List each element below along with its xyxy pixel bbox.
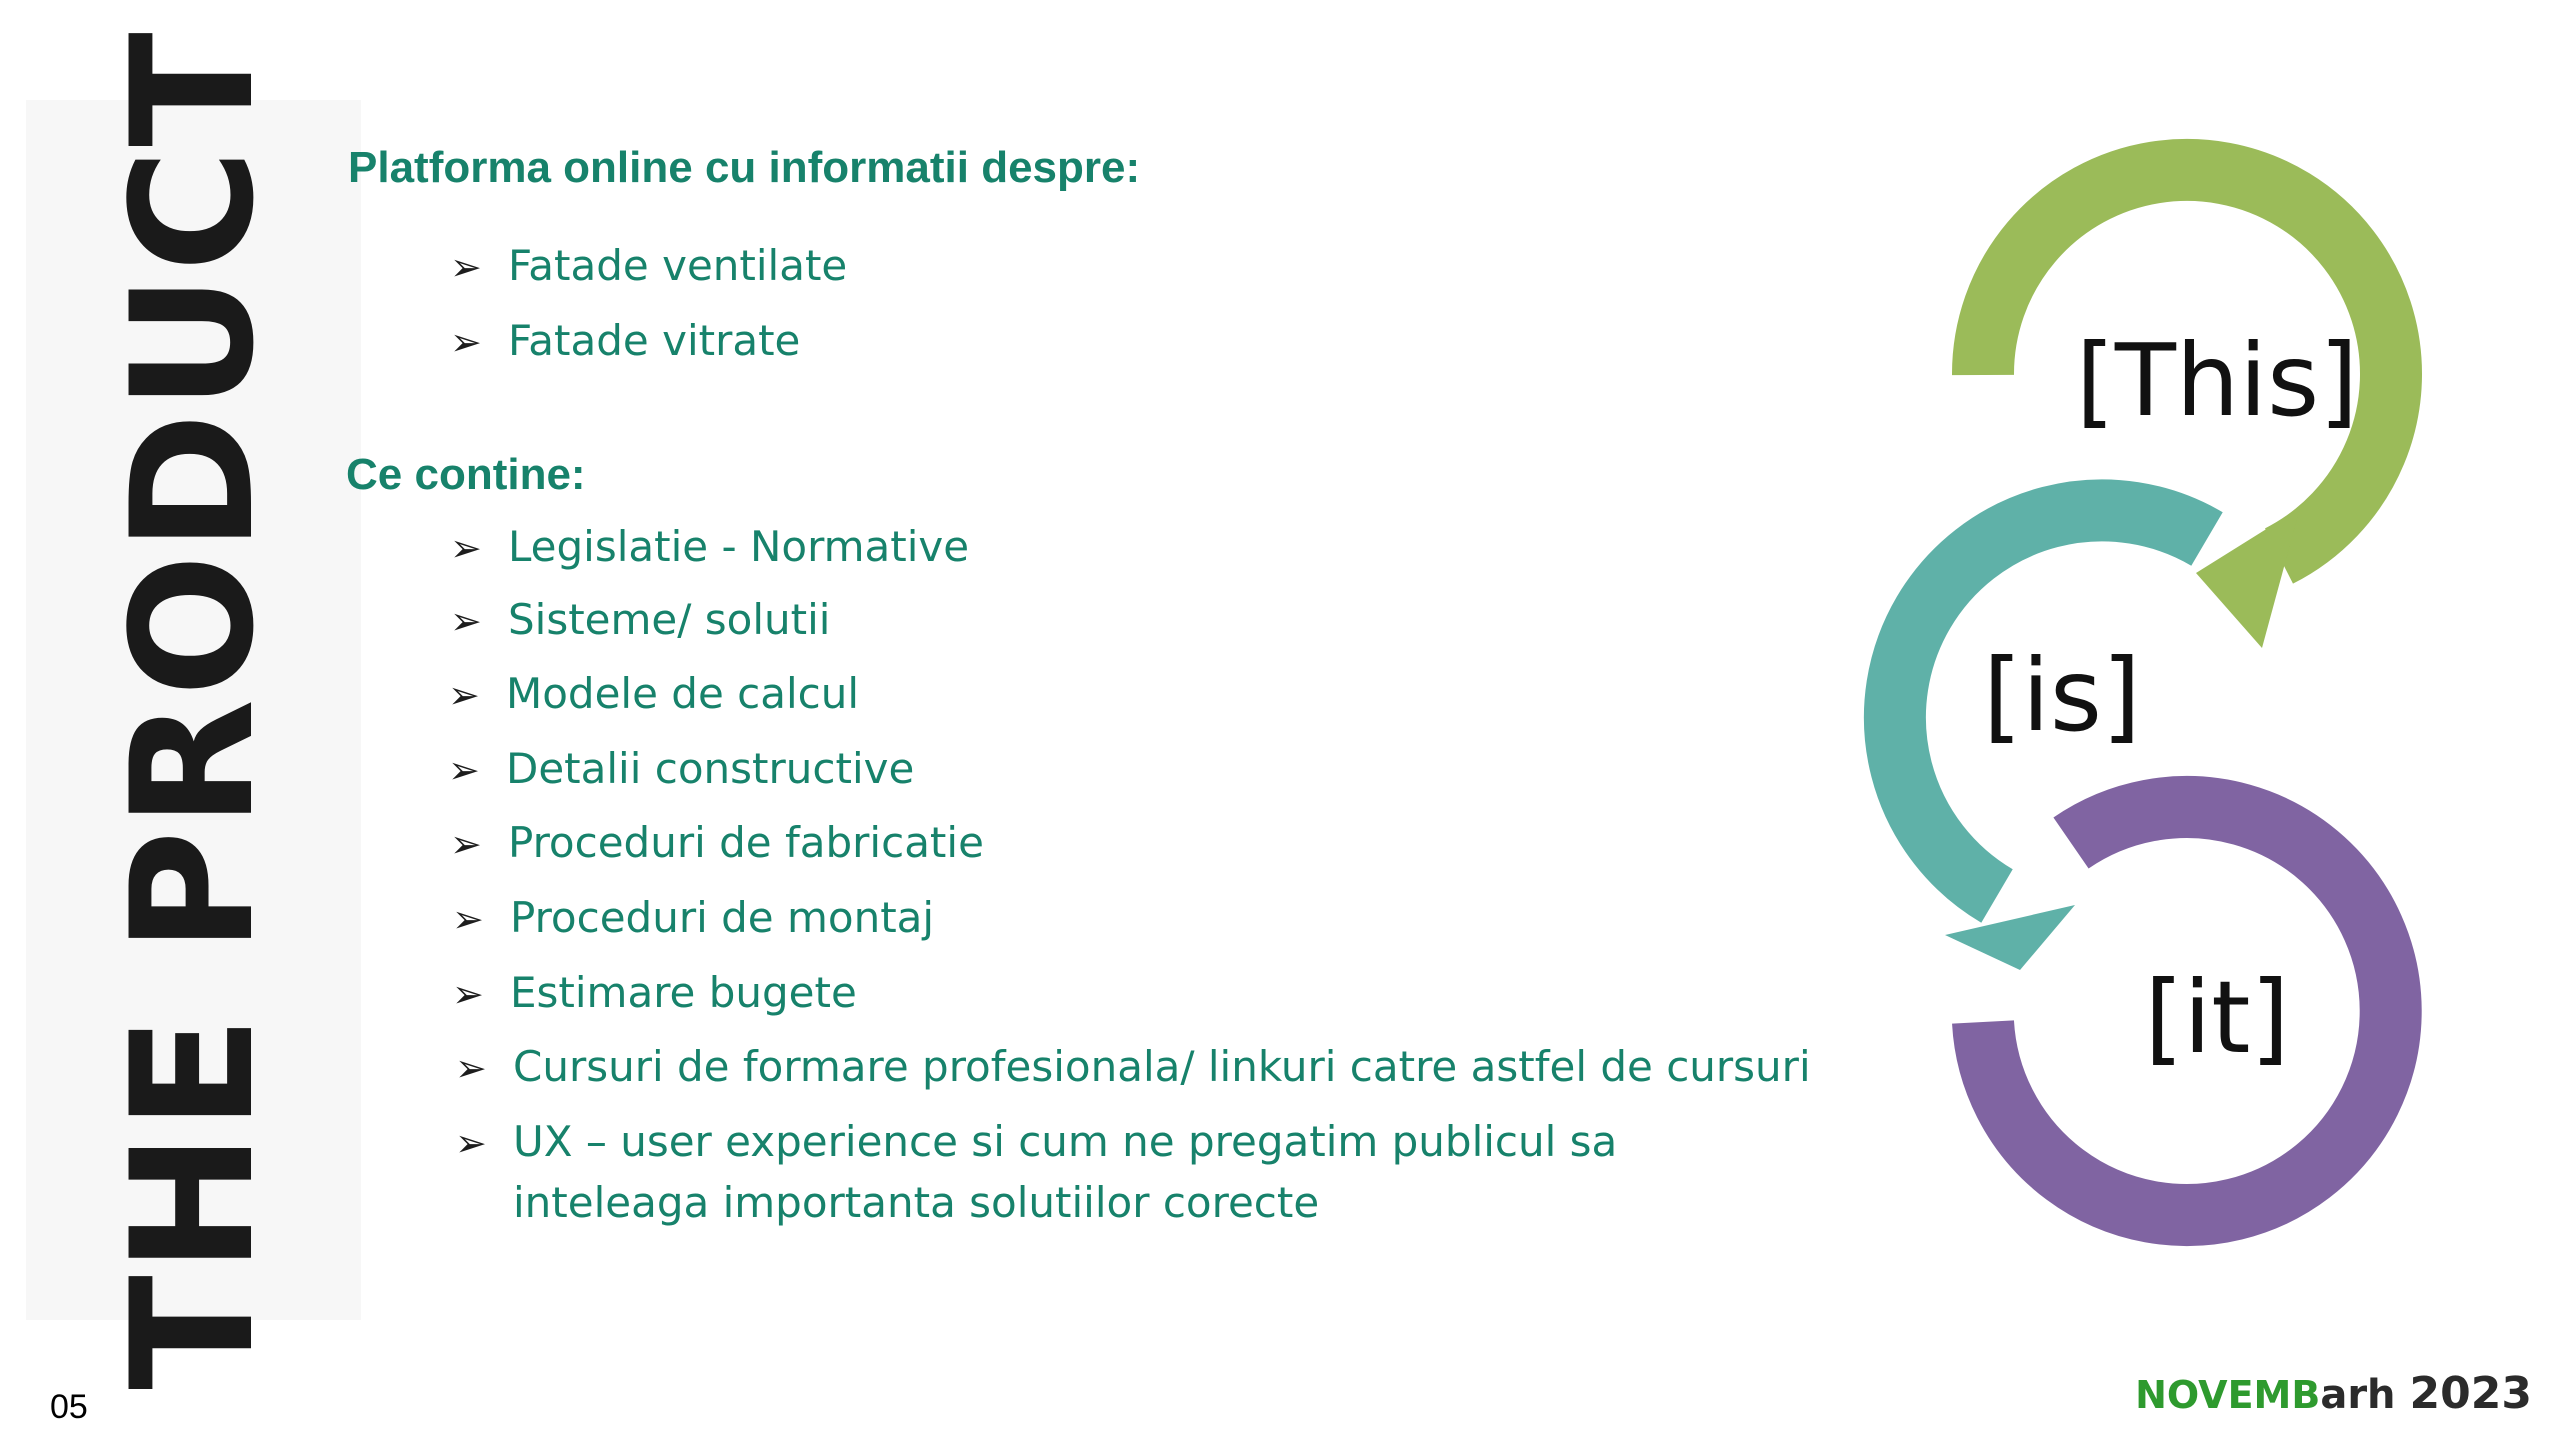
list-item: ➢Cursuri de formare profesionala/ linkur… — [455, 1037, 1811, 1098]
list-item: ➢Proceduri de montaj — [452, 888, 934, 949]
list-item: ➢Fatade ventilate — [450, 236, 847, 297]
section-heading-contents: Ce contine: — [346, 450, 586, 499]
section-heading-platform: Platforma online cu informatii despre: — [348, 143, 1141, 192]
cycle-arrow-this — [1951, 138, 2422, 648]
list-item: ➢Sisteme/ solutii — [450, 590, 830, 651]
arrowhead-bullet-icon: ➢ — [450, 599, 482, 643]
arrowhead-bullet-icon: ➢ — [452, 897, 484, 941]
list-item: ➢Detalii constructive — [448, 739, 914, 800]
list-item: ➢Proceduri de fabricatie — [450, 813, 984, 874]
arrowhead-bullet-icon: ➢ — [448, 748, 480, 792]
list-item: ➢Legislatie - Normative — [450, 517, 969, 578]
arrowhead-bullet-icon: ➢ — [450, 245, 482, 289]
page-number: 05 — [50, 1388, 88, 1426]
arrowhead-bullet-icon: ➢ — [448, 673, 480, 717]
arrowhead-bullet-icon: ➢ — [450, 822, 482, 866]
arrowhead-bullet-icon: ➢ — [455, 1121, 487, 1165]
cycle-label-this: [This] — [2076, 322, 2358, 439]
cycle-label-it: [it] — [2144, 959, 2289, 1076]
cycle-arrow-is — [1863, 479, 2223, 970]
list-item: ➢Modele de calcul — [448, 664, 859, 725]
cycle-arrow-it — [1952, 776, 2422, 1246]
arrowhead-bullet-icon: ➢ — [450, 320, 482, 364]
arrowhead-bullet-icon: ➢ — [450, 526, 482, 570]
arrowhead-bullet-icon: ➢ — [452, 972, 484, 1016]
list-item: ➢Estimare bugete — [452, 963, 857, 1024]
side-panel — [26, 100, 361, 1320]
cycle-label-is: [is] — [1983, 637, 2141, 754]
list-item: ➢UX – user experience si cum ne pregatim… — [455, 1112, 1695, 1233]
list-item: ➢Fatade vitrate — [450, 311, 800, 372]
arrowhead-bullet-icon: ➢ — [455, 1046, 487, 1090]
